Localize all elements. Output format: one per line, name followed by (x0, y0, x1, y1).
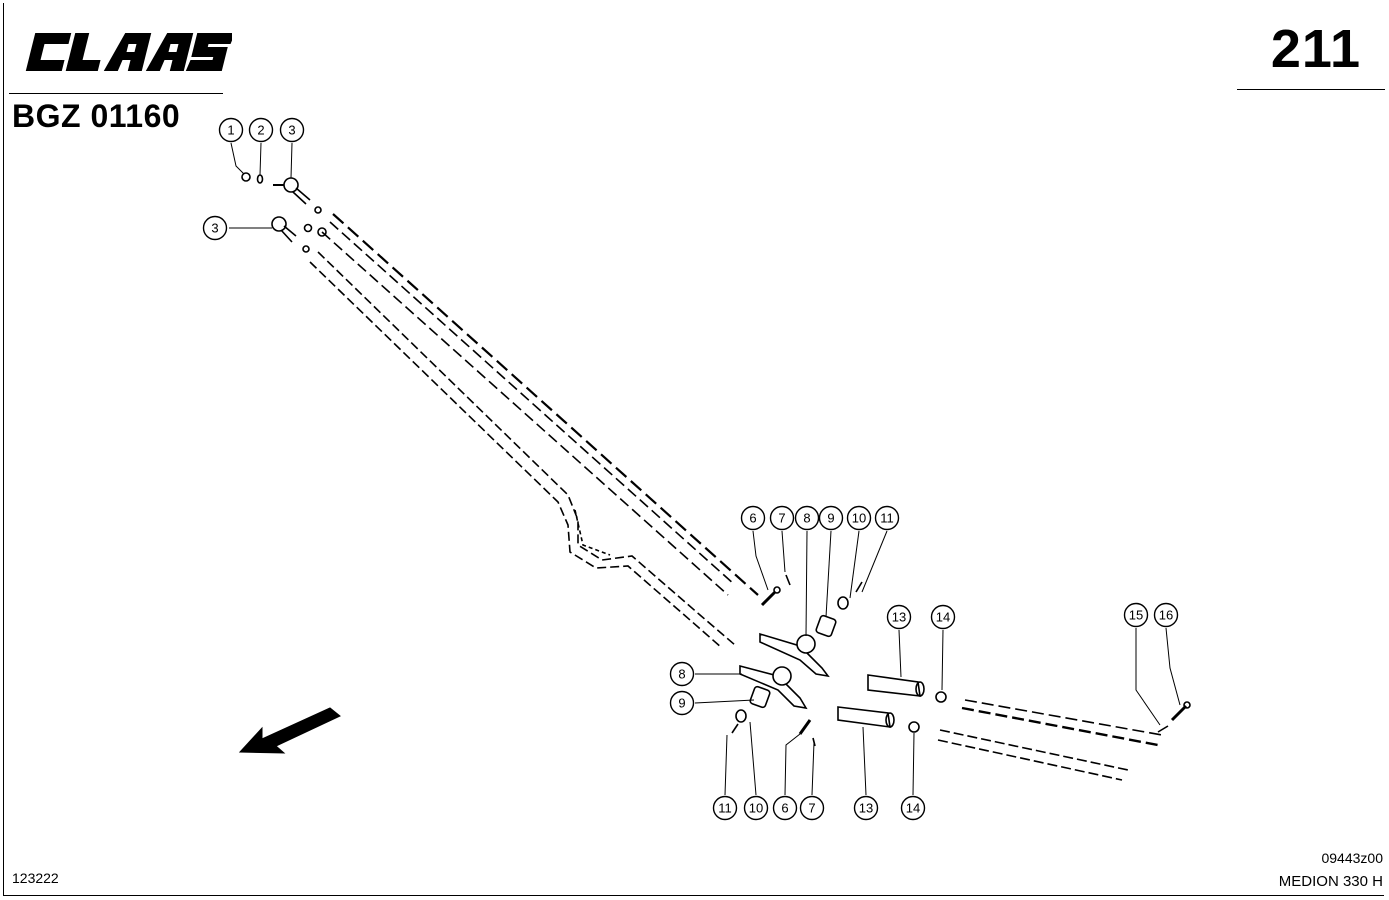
lever-upper (759, 574, 863, 678)
reference-number: 123222 (12, 870, 59, 886)
callout-9: 9 (818, 505, 844, 531)
svg-text:14: 14 (936, 610, 950, 625)
svg-text:10: 10 (852, 511, 866, 526)
svg-text:13: 13 (892, 610, 906, 625)
tube-upper (867, 674, 947, 703)
callout-14: 14 (930, 604, 956, 630)
lever-lower (731, 664, 816, 747)
callout-11: 11 (874, 505, 900, 531)
callout-3b: 3 (202, 215, 228, 241)
callout-11b: 11 (712, 795, 738, 821)
model-name: MEDION 330 H (1278, 873, 1383, 890)
svg-text:15: 15 (1129, 608, 1143, 623)
leader-lines (229, 142, 1181, 796)
callout-2: 2 (248, 117, 274, 143)
pin-and-split-pin (1157, 701, 1191, 733)
callout-1: 1 (218, 117, 244, 143)
doc-code-rule (9, 93, 223, 94)
svg-text:11: 11 (880, 511, 894, 526)
callout-8: 8 (794, 505, 820, 531)
callout-14b: 14 (900, 795, 926, 821)
nut-and-washer (241, 172, 327, 253)
callout-7: 7 (769, 505, 795, 531)
callout-13b: 13 (853, 795, 879, 821)
direction-arrow-icon (238, 707, 341, 754)
svg-text:6: 6 (749, 511, 756, 526)
callout-7b: 7 (799, 795, 825, 821)
callout-15: 15 (1123, 602, 1149, 628)
right-rods (937, 699, 1163, 781)
ball-joint-upper (273, 177, 311, 205)
callout-3: 3 (279, 117, 305, 143)
svg-text:6: 6 (781, 801, 788, 816)
svg-text:16: 16 (1159, 608, 1173, 623)
drawing-number: 09443z00 (1321, 850, 1383, 866)
ball-joint-lower (271, 216, 297, 243)
callout-8b: 8 (669, 661, 695, 687)
svg-text:8: 8 (803, 511, 810, 526)
callout-6: 6 (740, 505, 766, 531)
upper-rod (321, 213, 759, 596)
svg-text:3: 3 (211, 221, 218, 236)
svg-text:8: 8 (678, 667, 685, 682)
tube-lower (837, 706, 920, 733)
svg-text:14: 14 (906, 801, 920, 816)
svg-text:3: 3 (288, 123, 295, 138)
callout-10b: 10 (743, 795, 769, 821)
callout-13: 13 (886, 604, 912, 630)
svg-text:2: 2 (257, 123, 264, 138)
svg-text:10: 10 (749, 801, 763, 816)
callout-16: 16 (1153, 602, 1179, 628)
callout-10: 10 (846, 505, 872, 531)
brand-logo (25, 33, 232, 71)
lower-rod (309, 251, 736, 649)
svg-text:9: 9 (678, 696, 685, 711)
page-number: 211 (1270, 19, 1361, 79)
svg-text:13: 13 (859, 801, 873, 816)
svg-text:9: 9 (827, 511, 834, 526)
page-frame (3, 3, 1384, 896)
svg-text:1: 1 (227, 123, 234, 138)
svg-text:7: 7 (778, 511, 785, 526)
doc-code: BGZ 01160 (12, 98, 181, 134)
callout-6b: 6 (772, 795, 798, 821)
svg-text:11: 11 (718, 801, 732, 816)
page-number-rule (1237, 89, 1385, 90)
callout-9b: 9 (669, 690, 695, 716)
svg-text:7: 7 (808, 801, 815, 816)
